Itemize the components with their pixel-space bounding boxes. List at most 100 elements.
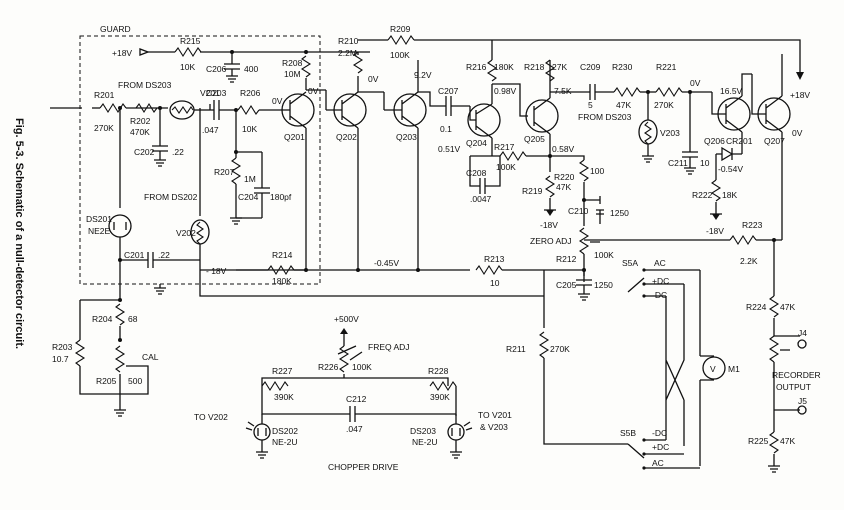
- r202-value: 470K: [130, 127, 150, 137]
- m1-letter: V: [710, 364, 716, 374]
- c206-ref: C206: [206, 64, 227, 74]
- r221-value: 270K: [654, 100, 674, 110]
- r203-ref: R203: [52, 342, 73, 352]
- r222-ref: R222: [692, 190, 713, 200]
- m1-meter: [702, 356, 726, 380]
- guard-label: GUARD: [100, 24, 131, 34]
- v203-label: V203: [660, 128, 680, 138]
- q206-collector-voltage: 16.5V: [720, 86, 743, 96]
- to-v201-label: TO V201: [478, 410, 512, 420]
- q201-collector-voltage: 0V: [308, 86, 319, 96]
- q201-transistor: [281, 93, 315, 127]
- c209-value: 5: [588, 100, 593, 110]
- r204-value: 68: [128, 314, 138, 324]
- q204-transistor: [467, 103, 501, 137]
- r218-ref: R218: [524, 62, 545, 72]
- r201-resistor: [99, 102, 127, 114]
- r207-ref: R207: [214, 167, 235, 177]
- freq-adj-label: FREQ ADJ: [368, 342, 410, 352]
- m1-label: M1: [728, 364, 740, 374]
- ds203-label: DS203: [410, 426, 436, 436]
- r212-value: 100K: [594, 250, 614, 260]
- c204-ref: C204: [238, 192, 259, 202]
- output-label: OUTPUT: [776, 382, 811, 392]
- c201-ref: C201: [124, 250, 145, 260]
- r206-value: 10K: [242, 124, 257, 134]
- r223-value: 2.2K: [740, 256, 758, 266]
- ds201-label: DS201: [86, 214, 112, 224]
- r230-value: 47K: [616, 100, 631, 110]
- ds202-label: DS202: [272, 426, 298, 436]
- s5b-label: S5B: [620, 428, 636, 438]
- from-ds202-label: FROM DS202: [144, 192, 198, 202]
- r215-ref: R215: [180, 36, 201, 46]
- recorder-label: RECORDER: [772, 370, 821, 380]
- r202-ref: R202: [130, 116, 151, 126]
- q204-label: Q204: [466, 138, 487, 148]
- c207-ref: C207: [438, 86, 459, 96]
- r207-value: 1M: [244, 174, 256, 184]
- c208-value: .0047: [470, 194, 492, 204]
- r201-ref: R201: [94, 90, 115, 100]
- r214-ref: R214: [272, 250, 293, 260]
- r201-value: 270K: [94, 123, 114, 133]
- cal-label: CAL: [142, 352, 159, 362]
- figure-caption: Fig. 5-3. Schematic of a null-detector c…: [13, 118, 25, 349]
- j5-label: J5: [798, 396, 807, 406]
- r220-ref: R220: [554, 172, 575, 182]
- c205-ref: C205: [556, 280, 577, 290]
- q203-label: Q203: [396, 132, 417, 142]
- q206-emitter-voltage: -0.54V: [718, 164, 743, 174]
- j5-jack: [797, 405, 807, 415]
- from-ds203-label-a: FROM DS203: [118, 80, 172, 90]
- q207-label: Q207: [764, 136, 785, 146]
- c209-ref: C209: [580, 62, 601, 72]
- v203-photoresistor: [638, 119, 658, 145]
- from-ds203-label-b: FROM DS203: [578, 112, 632, 122]
- r222-value: 18K: [722, 190, 737, 200]
- r226-value: 100K: [352, 362, 372, 372]
- s5b-minus-dc-label: -DC: [652, 428, 667, 438]
- r219-ref: R219: [522, 186, 543, 196]
- r228-value: 390K: [430, 392, 450, 402]
- plus18v-b: +18V: [790, 90, 810, 100]
- r216-ref: R216: [466, 62, 487, 72]
- c208-ref: C208: [466, 168, 487, 178]
- j4-label: J4: [798, 328, 807, 338]
- zero-adj-label: ZERO ADJ: [530, 236, 572, 246]
- r208-ref: R208: [282, 58, 303, 68]
- r221-voltage: 0V: [690, 78, 701, 88]
- ds203-neon-lamp: [447, 423, 465, 441]
- r227-value: 390K: [274, 392, 294, 402]
- c206-value: 400: [244, 64, 258, 74]
- r203-value: 10.7: [52, 354, 69, 364]
- r228-ref: R228: [428, 366, 449, 376]
- r204-ref: R204: [92, 314, 113, 324]
- r230-ref: R230: [612, 62, 633, 72]
- r208-value: 10M: [284, 69, 301, 79]
- c210-ref: C210: [568, 206, 589, 216]
- c205-value: 1250: [594, 280, 613, 290]
- r218-value: 27K: [552, 62, 567, 72]
- q205-label: Q205: [524, 134, 545, 144]
- r220-value: 100: [590, 166, 604, 176]
- r224-ref: R224: [746, 302, 767, 312]
- v202-label: V202: [176, 228, 196, 238]
- r210-value: 2.2M: [338, 48, 357, 58]
- r223-ref: R223: [742, 220, 763, 230]
- r210-ref: R210: [338, 36, 359, 46]
- s5a-ac-label: AC: [654, 258, 666, 268]
- r213-value: 10: [490, 278, 500, 288]
- c203-value: .047: [202, 125, 219, 135]
- r212-ref: R212: [556, 254, 577, 264]
- to-v202-label: TO V202: [194, 412, 228, 422]
- r209-value: 100K: [390, 50, 410, 60]
- j4-jack: [797, 339, 807, 349]
- c211-ref: C211: [668, 158, 688, 168]
- r224-value: 47K: [780, 302, 795, 312]
- r211-value: 270K: [550, 344, 570, 354]
- cr201-label: CR201: [726, 136, 753, 146]
- c202-ref: C202: [134, 147, 155, 157]
